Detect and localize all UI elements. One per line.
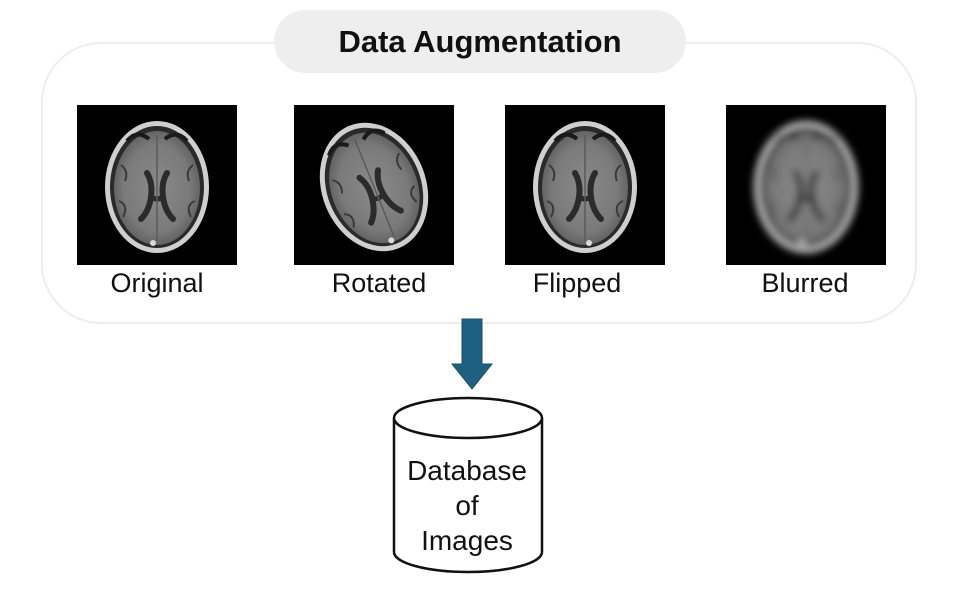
database-label-line2: of [455,490,479,521]
rotated-image [294,105,454,265]
arrow-down-icon [450,318,494,390]
database-cylinder-icon [392,396,544,574]
flipped-caption: Flipped [532,268,622,298]
database-label-line1: Database [407,455,527,486]
diagram-title: Data Augmentation [274,10,686,73]
rotated-caption: Rotated [331,268,427,298]
database-label: Database of Images [391,453,543,558]
blurred-caption: Blurred [761,268,849,298]
original-caption: Original [110,268,204,298]
flipped-image [505,105,665,265]
database-label-line3: Images [421,525,513,556]
blurred-image [726,105,886,265]
original-image [77,105,237,265]
